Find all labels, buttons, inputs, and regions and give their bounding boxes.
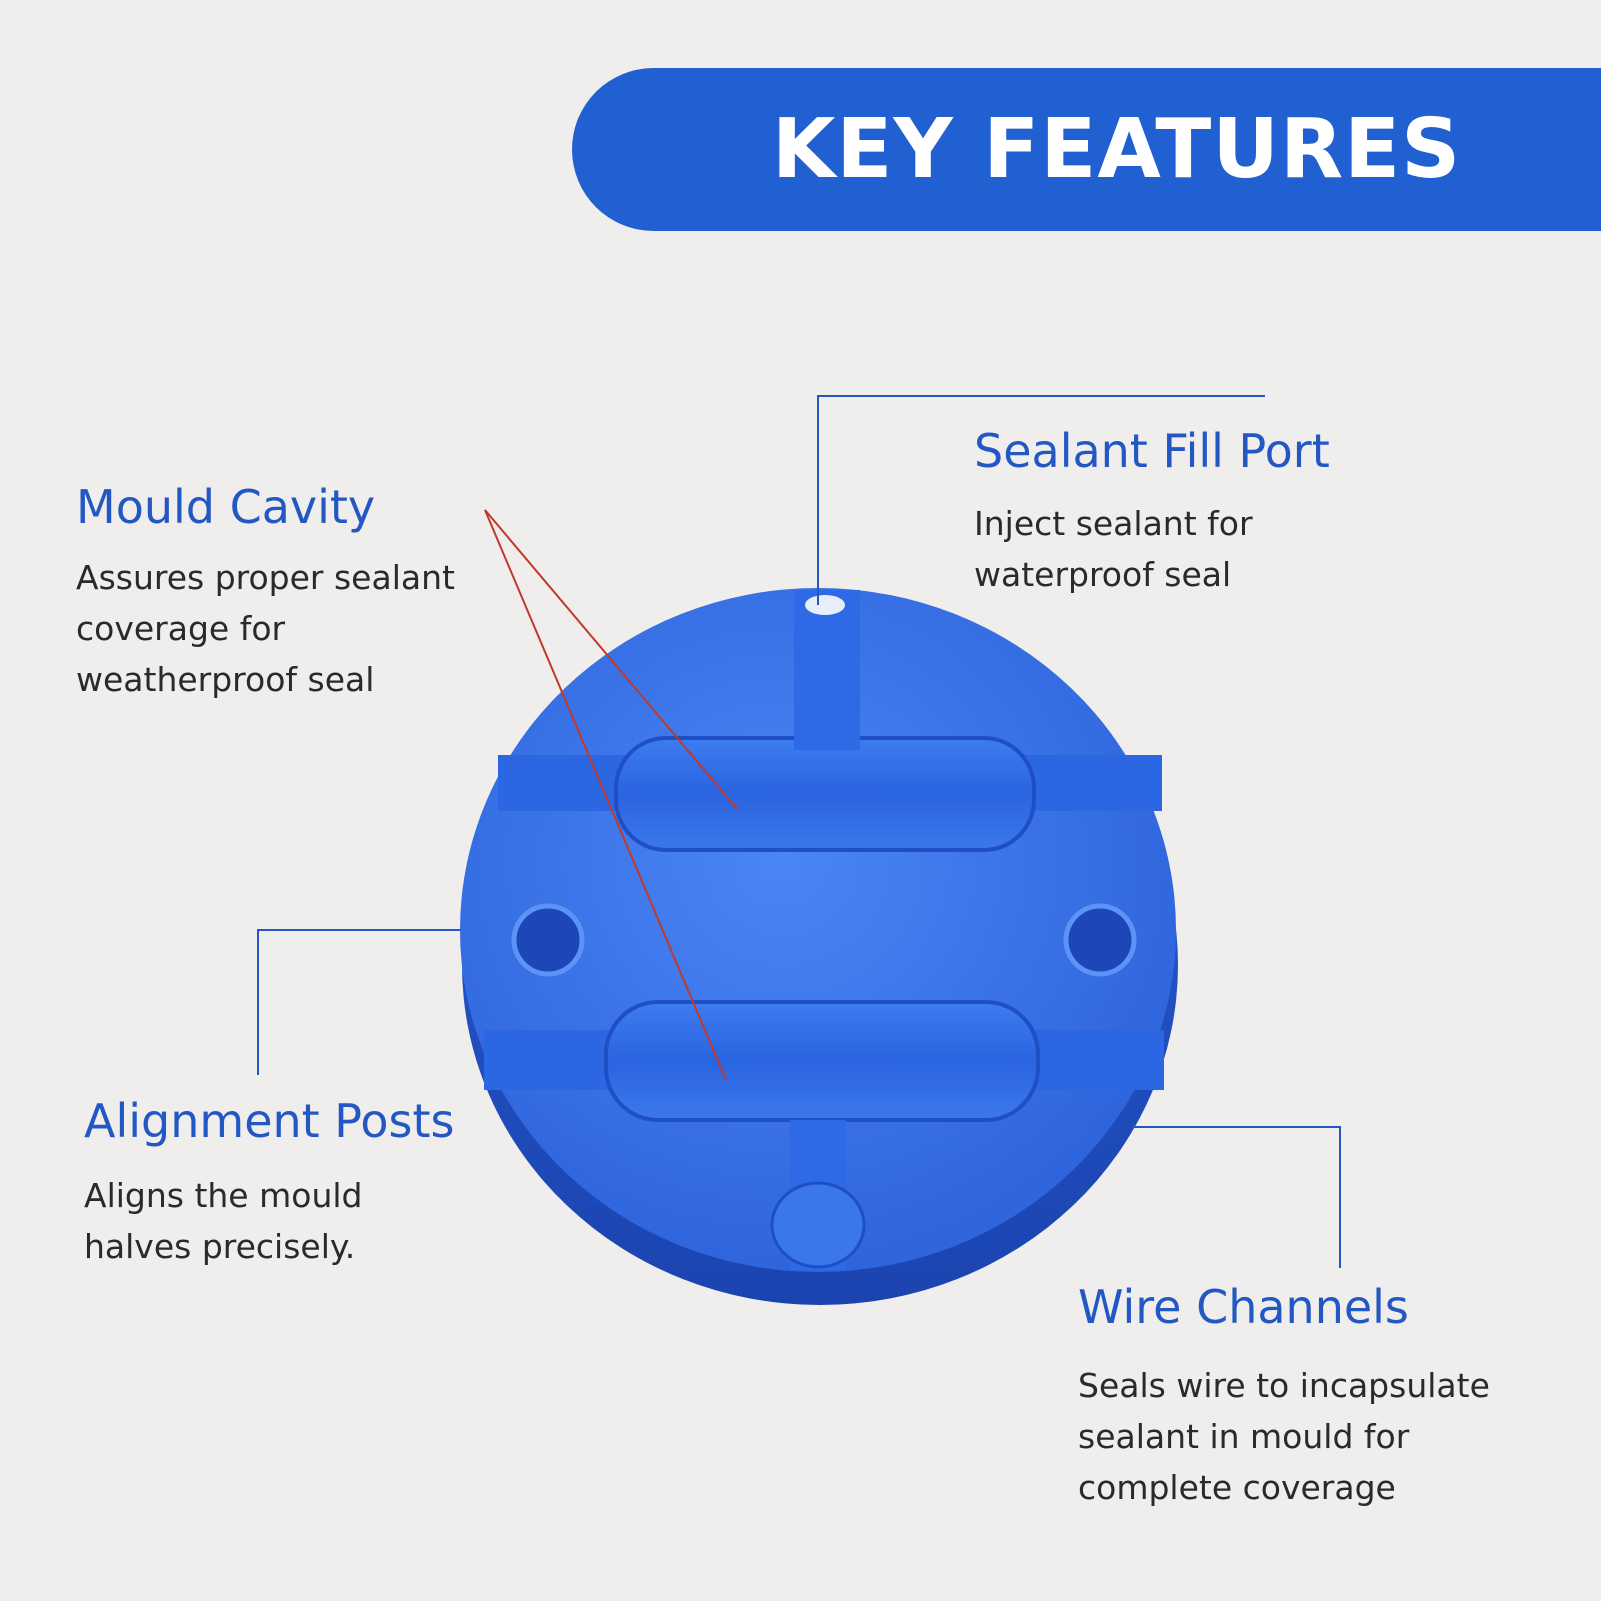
fill-port-hole [805,595,845,615]
wire-desc-line: sealant in mould for [1078,1417,1410,1456]
fill-port-channel [794,590,860,750]
banner-title: KEY FEATURES [771,102,1462,197]
wire-channels-title: Wire Channels [1078,1280,1409,1334]
mould-cavity-desc-line: coverage for [76,609,286,648]
lower-cavity [604,1000,1040,1122]
sealant-fill-port-title: Sealant Fill Port [974,424,1330,478]
alignment-posts-desc: Aligns the mould halves precisely. [84,1170,455,1272]
alignment-posts-title: Alignment Posts [84,1094,455,1148]
sealant-fill-port-desc: Inject sealant for waterproof seal [974,498,1330,600]
mould-cavity-title: Mould Cavity [76,480,376,534]
feature-wire-channels: Wire Channels Seals wire to incapsulate … [1078,1280,1490,1513]
alignment-desc-line: Aligns the mould [84,1176,363,1215]
wire-desc-line: Seals wire to incapsulate [1078,1366,1490,1405]
wire-leader-line [1132,1126,1341,1268]
mould-cavity-desc: Assures proper sealant coverage for weat… [76,552,455,705]
sealant-desc-line: waterproof seal [974,555,1232,594]
sealant-desc-line: Inject sealant for [974,504,1253,543]
alignment-hole-right [1063,903,1137,977]
wire-desc-line: complete coverage [1078,1468,1396,1507]
mould-cavity-desc-line: Assures proper sealant [76,558,455,597]
mould-pointer-upper [484,509,739,811]
upper-cavity [614,736,1036,852]
feature-alignment-posts: Alignment Posts Aligns the mould halves … [84,1094,455,1272]
alignment-desc-line: halves precisely. [84,1227,356,1266]
bottom-post [770,1181,866,1269]
mould-cavity-desc-line: weatherproof seal [76,660,375,699]
wire-channels-desc: Seals wire to incapsulate sealant in mou… [1078,1360,1490,1513]
sealant-leader-line [817,395,1265,605]
feature-mould-cavity: Mould Cavity Assures proper sealant cove… [76,480,455,705]
alignment-leader-line [257,929,460,1075]
alignment-hole-left [511,903,585,977]
mould-pointer-lower [484,509,727,1081]
feature-sealant-fill-port: Sealant Fill Port Inject sealant for wat… [974,424,1330,600]
key-features-banner: KEY FEATURES [572,68,1601,231]
